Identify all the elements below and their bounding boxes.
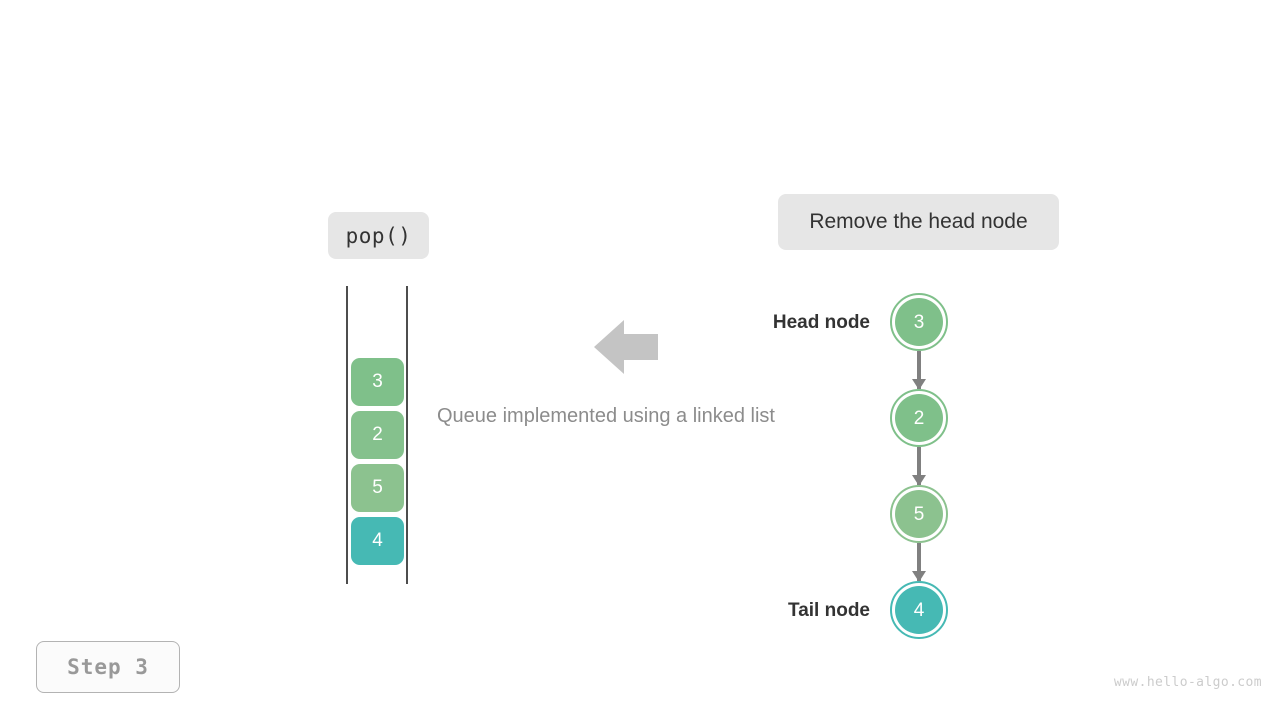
node-ring	[890, 293, 948, 351]
node-value: 3	[913, 311, 925, 333]
node-disc: 5	[895, 490, 943, 538]
list-node-tail: 4	[890, 581, 948, 639]
node-ring	[890, 485, 948, 543]
left-arrow-glyph	[594, 320, 658, 374]
queue-rail-left	[346, 286, 348, 584]
tail-node-label: Tail node	[788, 600, 870, 621]
node-disc: 4	[895, 586, 943, 634]
annotation-label: Remove the head node	[809, 210, 1028, 233]
left-arrow-icon	[594, 318, 658, 376]
head-node-label: Head node	[772, 312, 870, 333]
queue-cell-value: 3	[372, 371, 383, 392]
list-node-head: 3	[890, 293, 948, 351]
node-disc: 3	[895, 298, 943, 346]
queue-cell: 5	[351, 464, 404, 512]
node-ring	[890, 581, 948, 639]
step-label: Step 3	[67, 655, 149, 679]
queue-cell-value: 2	[372, 424, 383, 445]
node-value: 5	[913, 503, 925, 525]
node-link-arrow	[912, 543, 926, 582]
node-value: 2	[913, 407, 925, 429]
annotation-badge: Remove the head node	[778, 194, 1059, 250]
list-node: 5	[890, 485, 948, 543]
node-link-arrow	[912, 351, 926, 390]
linked-list-container: 3 2 5 4 Head node Tail node	[744, 286, 974, 646]
queue-cell: 4	[351, 517, 404, 565]
queue-cell: 2	[351, 411, 404, 459]
node-value: 4	[913, 599, 925, 621]
watermark: www.hello-algo.com	[1113, 675, 1262, 690]
queue-cell-value: 4	[372, 530, 383, 551]
queue-cell: 3	[351, 358, 404, 406]
node-disc: 2	[895, 394, 943, 442]
step-badge: Step 3	[36, 641, 180, 693]
queue-rail-right	[406, 286, 408, 584]
operation-label: pop()	[345, 223, 412, 248]
queue-cell-value: 5	[372, 477, 383, 498]
queue-container: 3 2 5 4	[344, 286, 412, 584]
list-node: 2	[890, 389, 948, 447]
node-ring	[890, 389, 948, 447]
node-link-arrow	[912, 447, 926, 486]
operation-badge: pop()	[328, 212, 429, 259]
diagram-caption: Queue implemented using a linked list	[437, 405, 775, 427]
